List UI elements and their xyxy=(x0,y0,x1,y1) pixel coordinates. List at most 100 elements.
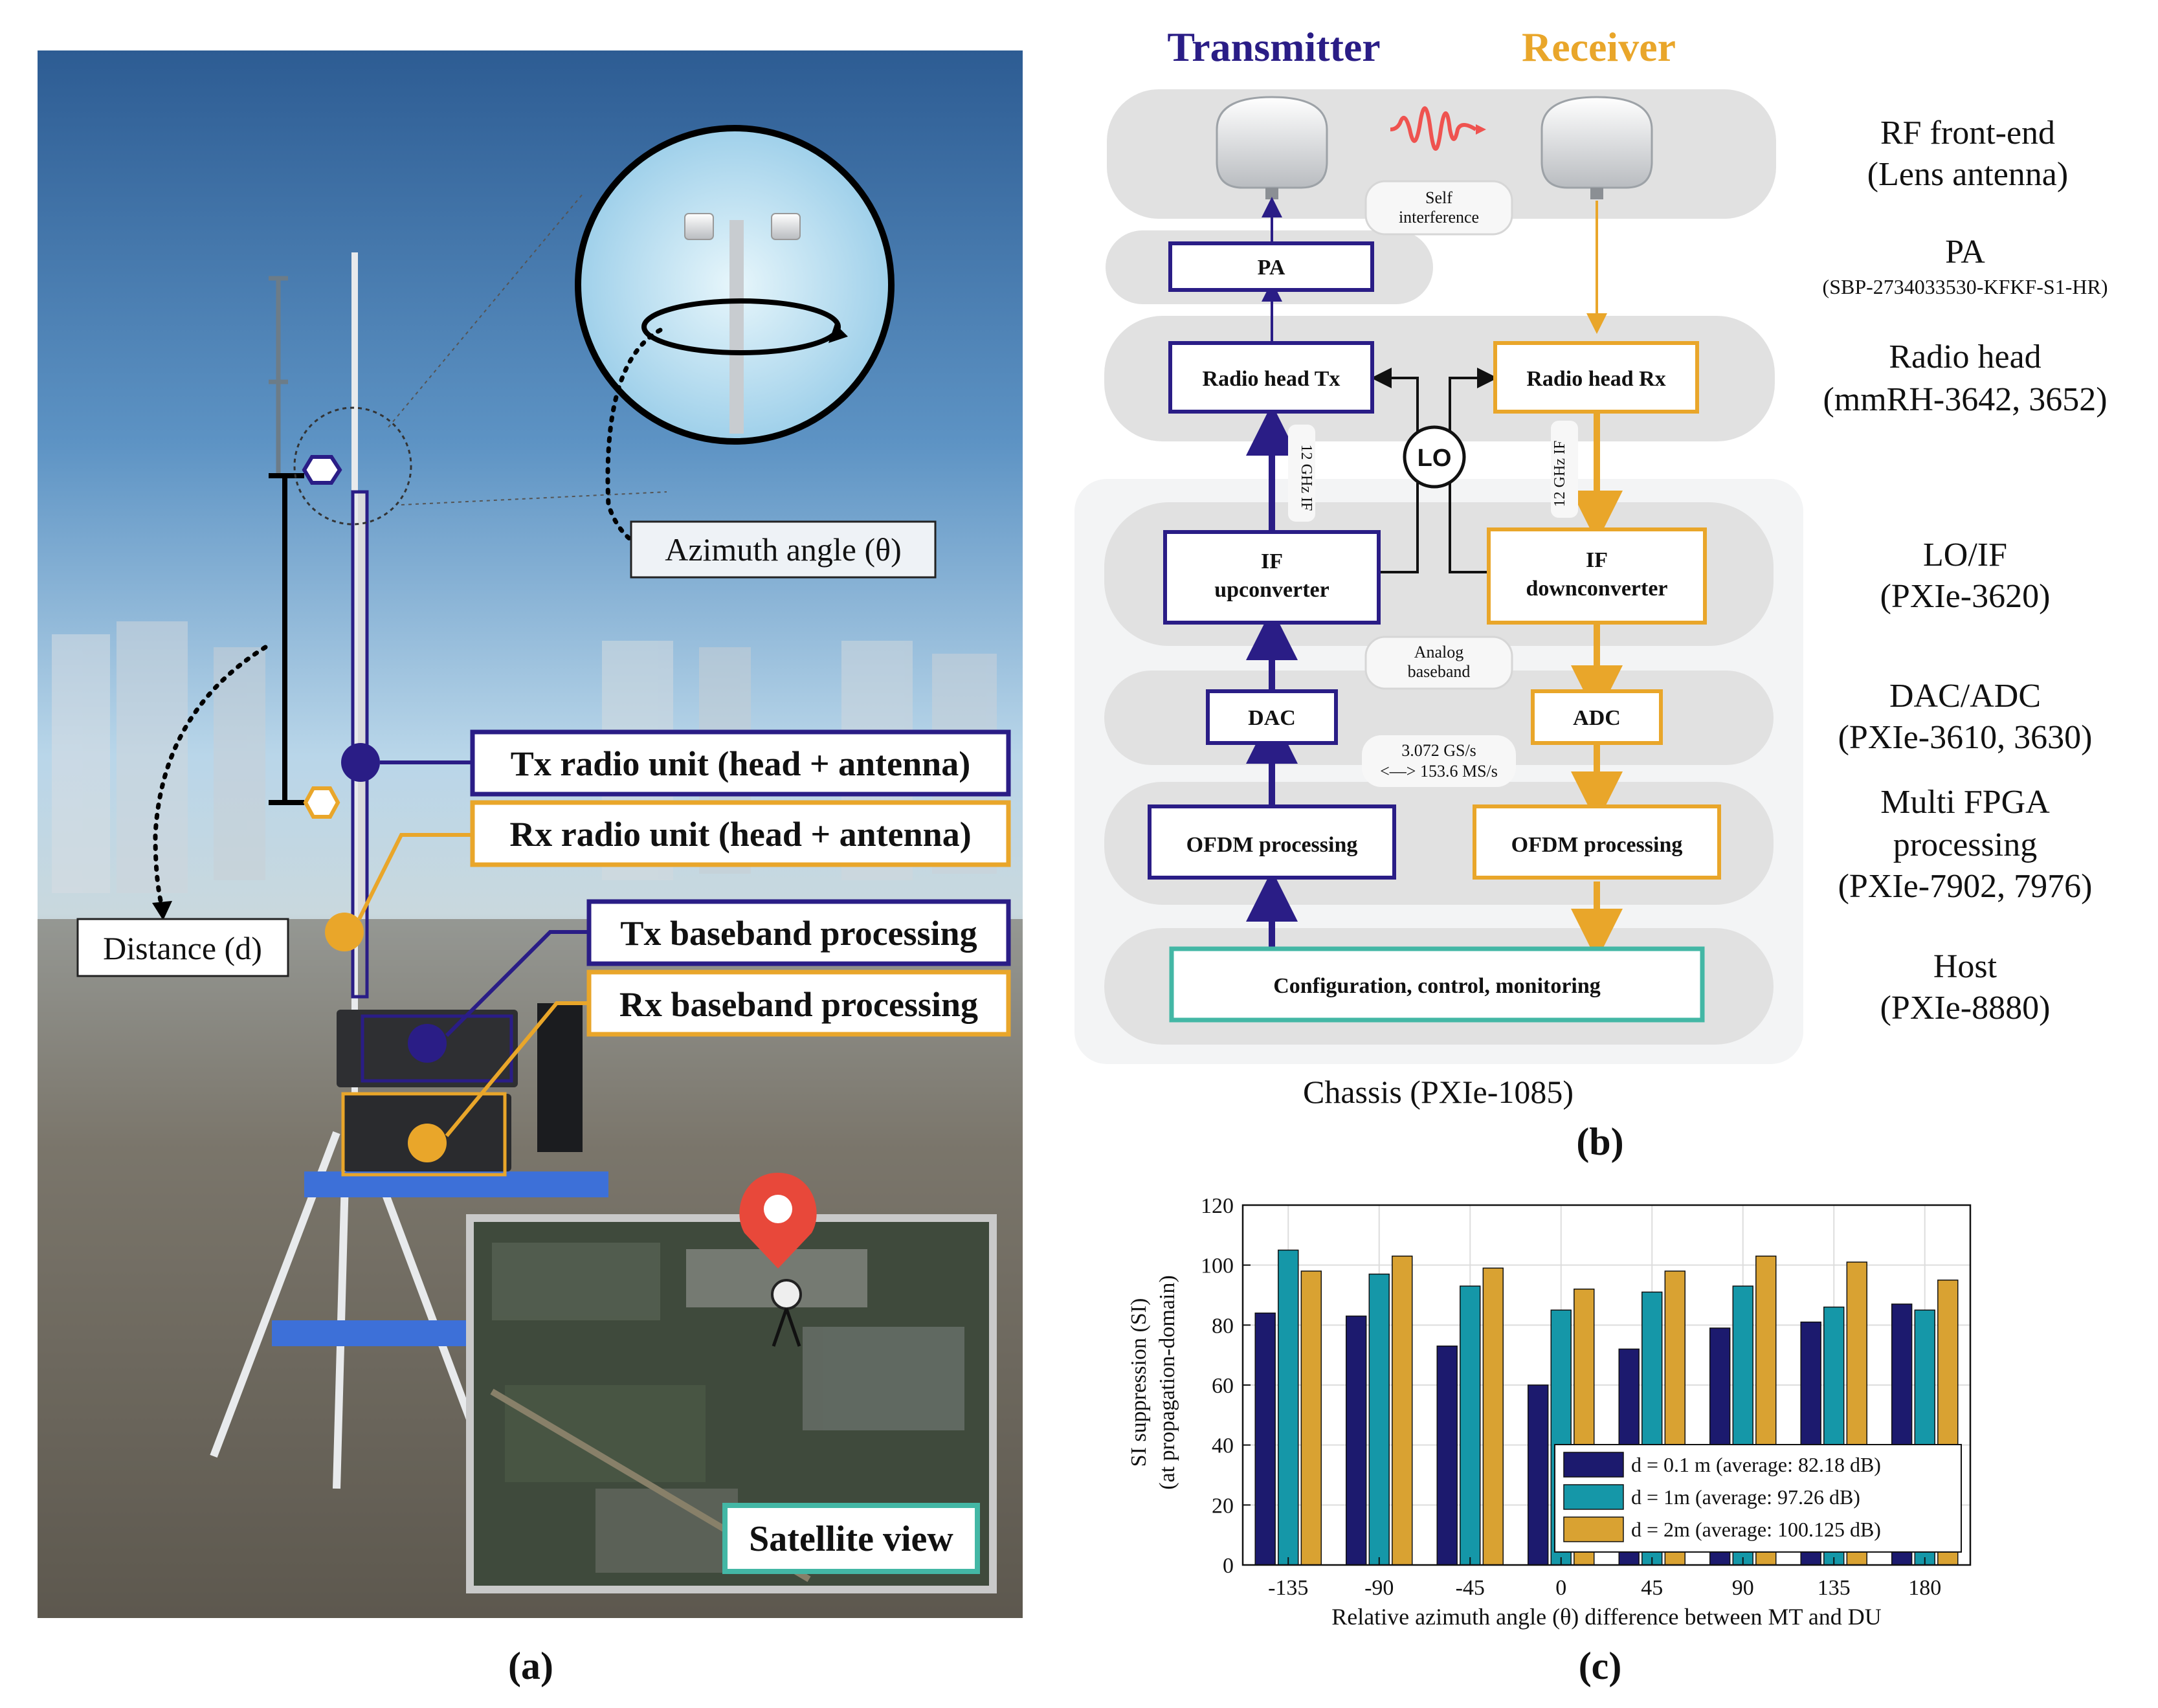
zoom-guide-line xyxy=(401,491,667,505)
if-downconverter-label-2: downconverter xyxy=(1526,577,1667,601)
analog-baseband-label-2: baseband xyxy=(1408,662,1471,681)
rx-rack-highlight xyxy=(341,1092,507,1177)
multi-fpga-label-1: Multi FPGA xyxy=(1880,784,2050,821)
pa-label: PA xyxy=(1945,234,1985,271)
if-upconverter-label-1: IF xyxy=(1261,549,1283,573)
rf-wave-arrowhead-icon xyxy=(1476,124,1486,135)
panel-b-label: (b) xyxy=(1576,1120,1623,1163)
rx-antenna-icon xyxy=(303,786,340,819)
location-pin-center xyxy=(764,1195,792,1223)
lo-node xyxy=(1403,425,1466,489)
radio-head-tx-block xyxy=(1168,341,1374,414)
bar xyxy=(1392,1256,1413,1566)
pa-block xyxy=(1168,241,1374,292)
dac-label: DAC xyxy=(1248,706,1296,730)
x-tick-label: 90 xyxy=(1732,1576,1754,1600)
panel-a-label: (a) xyxy=(508,1645,553,1687)
radio-head-model: (mmRH-3642, 3652) xyxy=(1823,381,2107,418)
sample-rate-label-2: <—> 153.6 MS/s xyxy=(1380,762,1498,781)
zoom-antenna-right xyxy=(771,213,801,240)
lo-if-label: LO/IF xyxy=(1923,537,2007,573)
y-tick-label: 80 xyxy=(1212,1314,1234,1338)
radio-head-label: Radio head xyxy=(1889,338,2041,375)
rf-frontend-label: RF front-end xyxy=(1880,115,2055,151)
x-tick-label: 45 xyxy=(1641,1576,1663,1600)
ofdm-rx-block xyxy=(1473,804,1721,880)
self-interference-box xyxy=(1364,180,1513,236)
ofdm-tx-block xyxy=(1148,804,1396,880)
ofdm-rx-label: OFDM processing xyxy=(1511,833,1683,857)
hardware-labels: RF front-end (Lens antenna) PA (SBP-2734… xyxy=(1823,115,2108,1026)
bar xyxy=(1345,1315,1367,1566)
analog-baseband-label-1: Analog xyxy=(1414,643,1464,661)
bar xyxy=(1368,1273,1390,1566)
blue-cart-lower xyxy=(272,1320,485,1346)
dac-adc-model: (PXIe-3610, 3630) xyxy=(1838,719,2093,756)
chart-ylabel-1: SI suppression (SI) xyxy=(1127,1298,1151,1467)
panel-c: SI suppression (SI) (at propagation-doma… xyxy=(1127,1194,1972,1687)
if-upconverter-label-2: upconverter xyxy=(1214,578,1329,602)
distance-scale xyxy=(269,276,304,805)
panel-a: Azimuth angle (θ) Distance (d) Tx radio … xyxy=(38,50,1023,1687)
x-tick-label: -135 xyxy=(1268,1576,1308,1600)
receiver-title: Receiver xyxy=(1522,24,1676,70)
pa-block-label: PA xyxy=(1258,256,1285,280)
legend-entry: d = 0.1 m (average: 82.18 dB) xyxy=(1631,1453,1881,1476)
x-tick-label: -45 xyxy=(1456,1576,1485,1600)
distance-dotted-connector xyxy=(153,645,268,909)
tx-radio-callout: Tx radio unit (head + antenna) xyxy=(511,744,970,783)
x-tick-label: -90 xyxy=(1364,1576,1394,1600)
chassis-label: Chassis (PXIe-1085) xyxy=(1303,1074,1574,1110)
tx-baseband-callout: Tx baseband processing xyxy=(620,914,977,953)
tx-rack-highlight xyxy=(361,1014,513,1083)
rx-radio-callout-box xyxy=(470,800,1011,867)
chart-xlabel: Relative azimuth angle (θ) difference be… xyxy=(1331,1604,1882,1630)
if-downconverter-label-1: IF xyxy=(1586,548,1608,572)
radio-head-rx-label: Radio head Rx xyxy=(1526,367,1665,391)
y-tick-label: 20 xyxy=(1212,1494,1234,1518)
if-freq-tx-label: 12 GHz IF xyxy=(1298,445,1315,511)
dac-adc-label: DAC/ADC xyxy=(1889,678,2041,715)
tx-radio-callout-box xyxy=(470,729,1011,797)
bar xyxy=(1527,1384,1549,1566)
adc-label: ADC xyxy=(1573,706,1621,730)
rx-baseband-dot xyxy=(408,1124,447,1162)
bar xyxy=(1436,1346,1458,1566)
y-tick-label: 40 xyxy=(1212,1434,1234,1458)
rf-frontend-model: (Lens antenna) xyxy=(1867,156,2068,193)
distance-label: Distance (d) xyxy=(103,930,262,966)
rx-baseband-callout-box xyxy=(586,970,1011,1037)
tx-antenna-icon xyxy=(302,455,342,485)
legend-entry: d = 1m (average: 97.26 dB) xyxy=(1631,1485,1860,1509)
adc-block xyxy=(1531,689,1663,745)
rotation-arrowhead-icon xyxy=(829,324,848,343)
dac-block xyxy=(1206,689,1338,745)
x-tick-label: 135 xyxy=(1818,1576,1851,1600)
legend-entry: d = 2m (average: 100.125 dB) xyxy=(1631,1518,1881,1541)
ofdm-tx-label: OFDM processing xyxy=(1186,833,1358,857)
y-tick-label: 0 xyxy=(1223,1554,1234,1578)
bar xyxy=(1300,1270,1322,1566)
x-tick-label: 0 xyxy=(1555,1576,1566,1600)
self-interference-label-2: interference xyxy=(1399,208,1479,227)
if-upconverter-block xyxy=(1163,530,1381,625)
bar xyxy=(1482,1267,1504,1566)
if-freq-tx-tag xyxy=(1288,425,1315,522)
bar xyxy=(1254,1313,1276,1566)
satellite-dish-icon xyxy=(771,1279,802,1347)
bar xyxy=(1460,1285,1481,1566)
analog-baseband-tag xyxy=(1364,636,1513,690)
rx-radio-dot xyxy=(325,913,364,951)
tx-baseband-dot xyxy=(408,1024,447,1063)
rx-lens-antenna-icon xyxy=(1541,96,1653,199)
host-label: Host xyxy=(1933,948,1997,985)
chart-ylabel-2: (at propagation-domain) xyxy=(1155,1275,1179,1489)
y-tick-label: 60 xyxy=(1212,1374,1234,1398)
distance-label-box xyxy=(76,918,289,977)
host-block xyxy=(1169,946,1705,1023)
lo-label: LO xyxy=(1418,445,1452,472)
mast-zoom-origin xyxy=(293,406,412,526)
multi-fpga-label-2: processing xyxy=(1893,826,2037,863)
